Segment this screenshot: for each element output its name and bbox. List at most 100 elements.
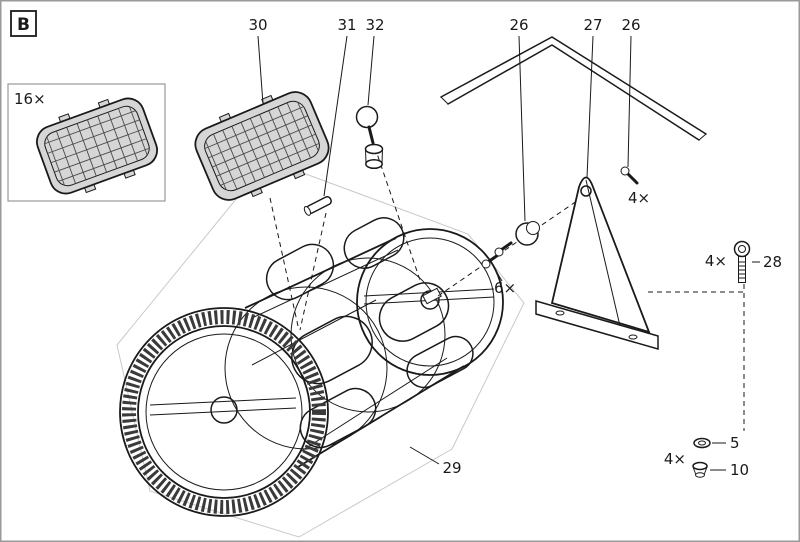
construction-lines (269, 129, 745, 431)
callout-28: 28 (763, 253, 782, 271)
leader-27 (586, 35, 594, 179)
inset-box (7, 83, 166, 202)
screw-head (494, 247, 504, 257)
callout-qty-4-foot: 4× (664, 450, 686, 468)
screw-shaft (486, 253, 500, 264)
bolt-28 (733, 240, 751, 283)
drum-far-rib (251, 299, 377, 366)
drum-mid-ring-1 (224, 286, 388, 450)
bushing-bore (526, 221, 540, 235)
callout-qty-4-bracket: 4× (628, 189, 650, 207)
panel-mesh (43, 104, 151, 188)
screw-head (620, 166, 630, 176)
drum-long-bar-1 (251, 249, 399, 319)
bolt-socket (738, 245, 746, 253)
housing-edge-outer (440, 36, 707, 135)
leader-30 (257, 35, 264, 105)
drum-right-rim-inner (365, 237, 495, 367)
section-letter: B (10, 10, 37, 37)
leader-31 (323, 35, 348, 197)
gear-inner-circle (137, 325, 311, 499)
bushing-bottom (365, 158, 383, 170)
drum-top-edge (244, 237, 397, 309)
callout-qty-6: 6× (494, 279, 516, 297)
section-letter-text: B (17, 15, 30, 35)
housing-edge-cap-right (698, 133, 707, 141)
latch-plate (422, 287, 442, 305)
leader-29 (409, 446, 440, 465)
drum-left-rim (145, 333, 303, 491)
mesh-panel-inset (36, 97, 158, 195)
leader-32 (367, 35, 375, 106)
callout-31: 31 (337, 16, 356, 34)
axle-screws-6x (481, 241, 513, 269)
bracket-foot-plate (535, 300, 659, 350)
panel-mesh (203, 98, 321, 194)
drum-mid-ring-2 (290, 257, 446, 413)
drum-hub-latch (422, 287, 442, 305)
leader-26-left (518, 35, 526, 222)
leader-6x (495, 270, 503, 282)
screw-shaft (626, 172, 639, 185)
bushing-26 (515, 221, 540, 246)
dashed-panel-to-drum (269, 197, 299, 327)
bolt-head (733, 240, 751, 258)
drum-opening (343, 217, 405, 269)
callout-32: 32 (365, 16, 384, 34)
drum-opening (406, 335, 474, 389)
bracket-pivot-hole (580, 185, 592, 197)
washer-outer (693, 437, 711, 449)
drum-left-hub (210, 396, 238, 424)
foot-hole-left (555, 310, 565, 316)
stand-bracket-27 (535, 176, 659, 350)
plug-cap (692, 461, 708, 471)
opening-frame (291, 315, 373, 385)
callout-30: 30 (248, 16, 267, 34)
housing-corner (440, 36, 707, 141)
eye-ring (355, 105, 379, 129)
drum-right-rim-outer (356, 228, 504, 376)
drum-29 (119, 217, 504, 517)
drum-right-hub (420, 290, 440, 310)
callout-10: 10 (730, 461, 749, 479)
leader-lines (257, 35, 760, 471)
mesh-panel-30 (194, 91, 330, 201)
opening-frame (299, 387, 377, 449)
washer-5 (693, 437, 711, 449)
drum-opening (265, 243, 335, 301)
plug-10 (692, 461, 708, 478)
bushing-top (364, 143, 384, 155)
leader-26-right (627, 35, 632, 168)
bracket-gusset (550, 176, 651, 334)
section-letter-box (10, 10, 37, 37)
bushing-side (381, 148, 383, 165)
gear-outer-circle (119, 307, 329, 517)
eye-pin-shaft (367, 125, 375, 145)
callout-26-left: 26 (509, 16, 528, 34)
opening-frame (406, 335, 474, 389)
callout-27: 27 (583, 16, 602, 34)
opening-frame (265, 243, 335, 301)
dashed-axle-axis (437, 191, 591, 297)
callouts: 30 31 32 26 27 26 16× 4× 4× 28 6× 29 4× … (14, 16, 782, 479)
drum-gear-ring (119, 307, 329, 517)
pin-head (303, 205, 312, 216)
pin-31 (303, 195, 332, 216)
drum-opening (291, 315, 373, 385)
plug-base (695, 472, 705, 478)
bracket-fold-line (585, 179, 621, 327)
screw-shaft (499, 241, 513, 252)
eye-pin-32 (355, 105, 384, 170)
screw-26 (620, 166, 639, 185)
callout-26-right: 26 (621, 16, 640, 34)
housing-edge-inner (447, 44, 700, 141)
opening-frame (343, 217, 405, 269)
screw-head (481, 259, 491, 269)
drum-opening (299, 387, 377, 449)
foot-hole-right (628, 334, 638, 340)
gear-teeth (122, 310, 326, 514)
callout-qty-4-bolt: 4× (705, 252, 727, 270)
callout-5: 5 (730, 434, 740, 452)
